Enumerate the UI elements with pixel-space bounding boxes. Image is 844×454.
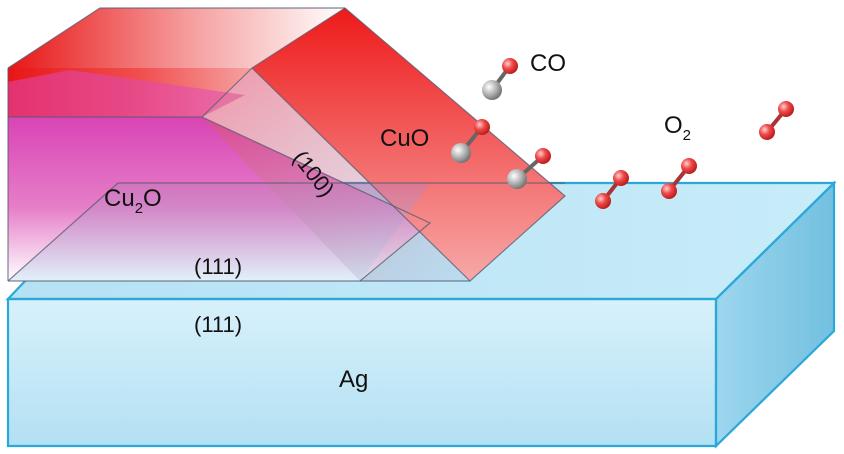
interface-111-lower-label: (111) xyxy=(194,312,242,337)
facet-100-plane xyxy=(202,68,470,281)
cu2o-label: Cu2O xyxy=(104,185,162,217)
copper-oxide-crystal xyxy=(7,7,566,282)
interface-111-plane xyxy=(8,183,430,281)
carbon-atom-icon xyxy=(507,169,527,189)
cuo-label: CuO xyxy=(380,125,429,152)
co-molecule xyxy=(451,119,490,163)
oxygen-atom-icon xyxy=(502,58,518,74)
substrate-front-face xyxy=(8,299,716,446)
co-molecule xyxy=(482,58,518,100)
molecules xyxy=(451,58,794,209)
o2-molecule xyxy=(661,158,697,199)
crystal-edges xyxy=(7,7,566,282)
cuo-sloped-face xyxy=(252,8,565,281)
carbon-atom-icon xyxy=(482,80,502,100)
oxygen-atom-icon xyxy=(681,158,697,174)
o2-molecule xyxy=(759,101,794,140)
ag-substrate-label: Ag xyxy=(339,366,368,393)
o2-molecule xyxy=(595,170,629,209)
cu2o-inner-face xyxy=(8,70,245,117)
substrate-side-face xyxy=(716,183,834,446)
oxygen-atom-icon xyxy=(778,101,794,117)
oxygen-atom-icon xyxy=(535,148,551,164)
oxygen-atom-icon xyxy=(474,119,490,135)
o2-label: O2 xyxy=(664,112,691,144)
oxygen-atom-icon xyxy=(613,170,629,186)
cuo-top-face xyxy=(8,8,345,68)
carbon-atom-icon xyxy=(451,143,471,163)
oxygen-atom-icon xyxy=(661,183,677,199)
co-label: CO xyxy=(530,50,566,77)
oxygen-atom-icon xyxy=(595,193,611,209)
co-molecule xyxy=(507,148,551,189)
interface-111-upper-label: (111) xyxy=(194,254,242,279)
oxygen-atom-icon xyxy=(759,124,775,140)
